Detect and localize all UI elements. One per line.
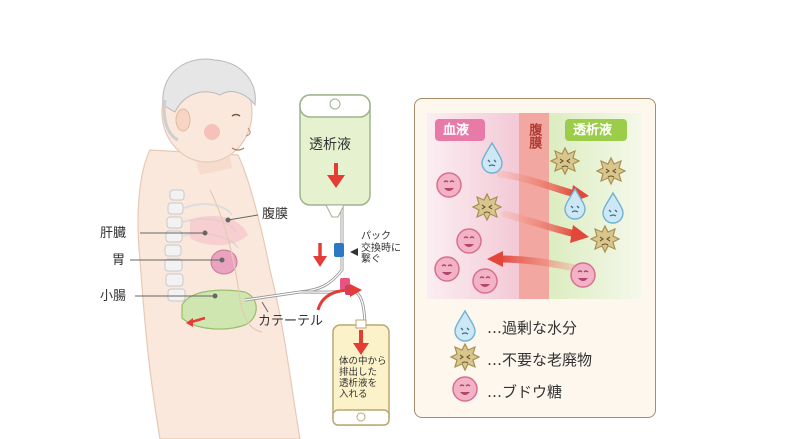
dialysate-header: 透析液 [573,123,613,138]
legend-water: …過剰な水分 [487,319,578,337]
small-intestine-label: 小腸 [100,289,127,304]
dialysate-bag [299,94,371,218]
glucose-face-icon [436,172,462,198]
glucose-face-icon [570,262,596,288]
exchange-illustration [427,113,641,402]
peritoneum-label: 腹膜 [262,207,289,222]
catheter-label: カテーテル [258,314,324,329]
membrane-header: 腹膜 [526,123,542,149]
organ-leaders [130,214,269,313]
legend-glucose: …ブドウ糖 [487,383,563,401]
waste-spiky-icon [550,147,580,175]
human-figure [137,58,301,439]
blood-header: 血液 [443,123,470,138]
stomach-label: 胃 [112,253,126,268]
drain-bag-label: 体の中から 排出した 透析液を 入れる [339,356,387,400]
legend-waste: …不要な老廃物 [487,351,593,369]
glucose-face-icon [434,256,460,282]
dialysate-bag-label: 透析液 [309,137,351,153]
drain-bag [332,319,390,426]
water-drop-icon [454,310,476,342]
waste-spiky-icon [450,343,480,371]
waste-spiky-icon [596,157,626,185]
exchange-panel: 血液 腹膜 透析液 …過剰な水分 …不要な老廃物 …ブドウ糖 [414,98,656,418]
waste-spiky-icon [472,193,502,221]
pack-exchange-note: パック 交換時に 繋ぐ [361,231,401,265]
waste-spiky-icon [590,225,620,253]
glucose-face-icon [456,228,482,254]
liver-label: 肝臓 [100,226,127,241]
glucose-face-icon [452,376,478,402]
glucose-face-icon [472,268,498,294]
connector [313,243,362,311]
